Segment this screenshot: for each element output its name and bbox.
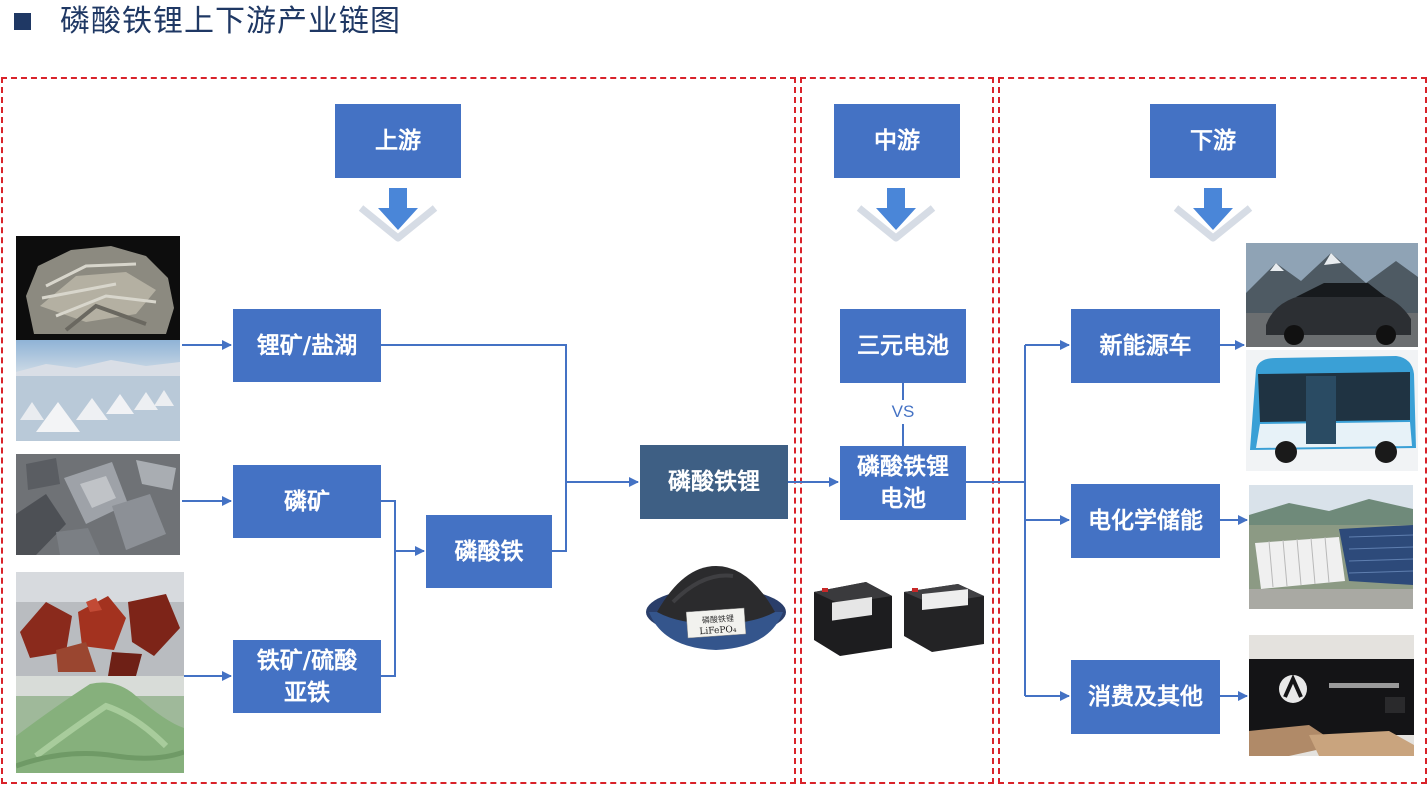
page-title: 磷酸铁锂上下游产业链图	[60, 4, 401, 39]
electric-car-photo	[1246, 243, 1418, 347]
ternary-battery-box: 三元电池	[840, 309, 966, 383]
down-arrow-icon	[1173, 188, 1253, 242]
consumer-battery-photo	[1249, 635, 1414, 756]
lfp-battery-box: 磷酸铁锂 电池	[840, 446, 966, 520]
electric-bus-photo	[1246, 350, 1418, 471]
battery-pack-photo	[808, 574, 986, 656]
downstream-panel	[998, 77, 1427, 784]
lithium-ore-photo	[16, 236, 180, 340]
phosphate-rock-photo	[16, 454, 180, 555]
midstream-panel	[800, 77, 994, 784]
stage-midstream-label: 中游	[834, 104, 960, 178]
iron-ore-photo	[16, 572, 184, 676]
upstream-panel	[1, 77, 796, 784]
vs-label: VS	[891, 400, 915, 424]
lithium-ore-salt-lake-box: 锂矿/盐湖	[233, 309, 381, 382]
stage-downstream-label: 下游	[1150, 104, 1276, 178]
stage-upstream-label: 上游	[335, 104, 461, 178]
title-bullet-icon	[14, 13, 31, 30]
down-arrow-icon	[856, 188, 936, 242]
storage-station-photo	[1249, 485, 1413, 609]
down-arrow-icon	[358, 188, 438, 242]
consumer-other-box: 消费及其他	[1071, 660, 1220, 734]
ferrous-sulfate-photo	[16, 676, 184, 773]
iron-phosphate-box: 磷酸铁	[426, 515, 552, 588]
energy-storage-box: 电化学储能	[1071, 484, 1220, 558]
lfp-powder-photo: 磷酸铁锂 LiFePO₄	[643, 562, 790, 656]
phosphate-ore-box: 磷矿	[233, 465, 381, 538]
salt-lake-photo	[16, 340, 180, 441]
iron-ore-ferrous-sulfate-box: 铁矿/硫酸 亚铁	[233, 640, 381, 713]
nev-box: 新能源车	[1071, 309, 1220, 383]
lfp-material-box: 磷酸铁锂	[640, 445, 788, 519]
